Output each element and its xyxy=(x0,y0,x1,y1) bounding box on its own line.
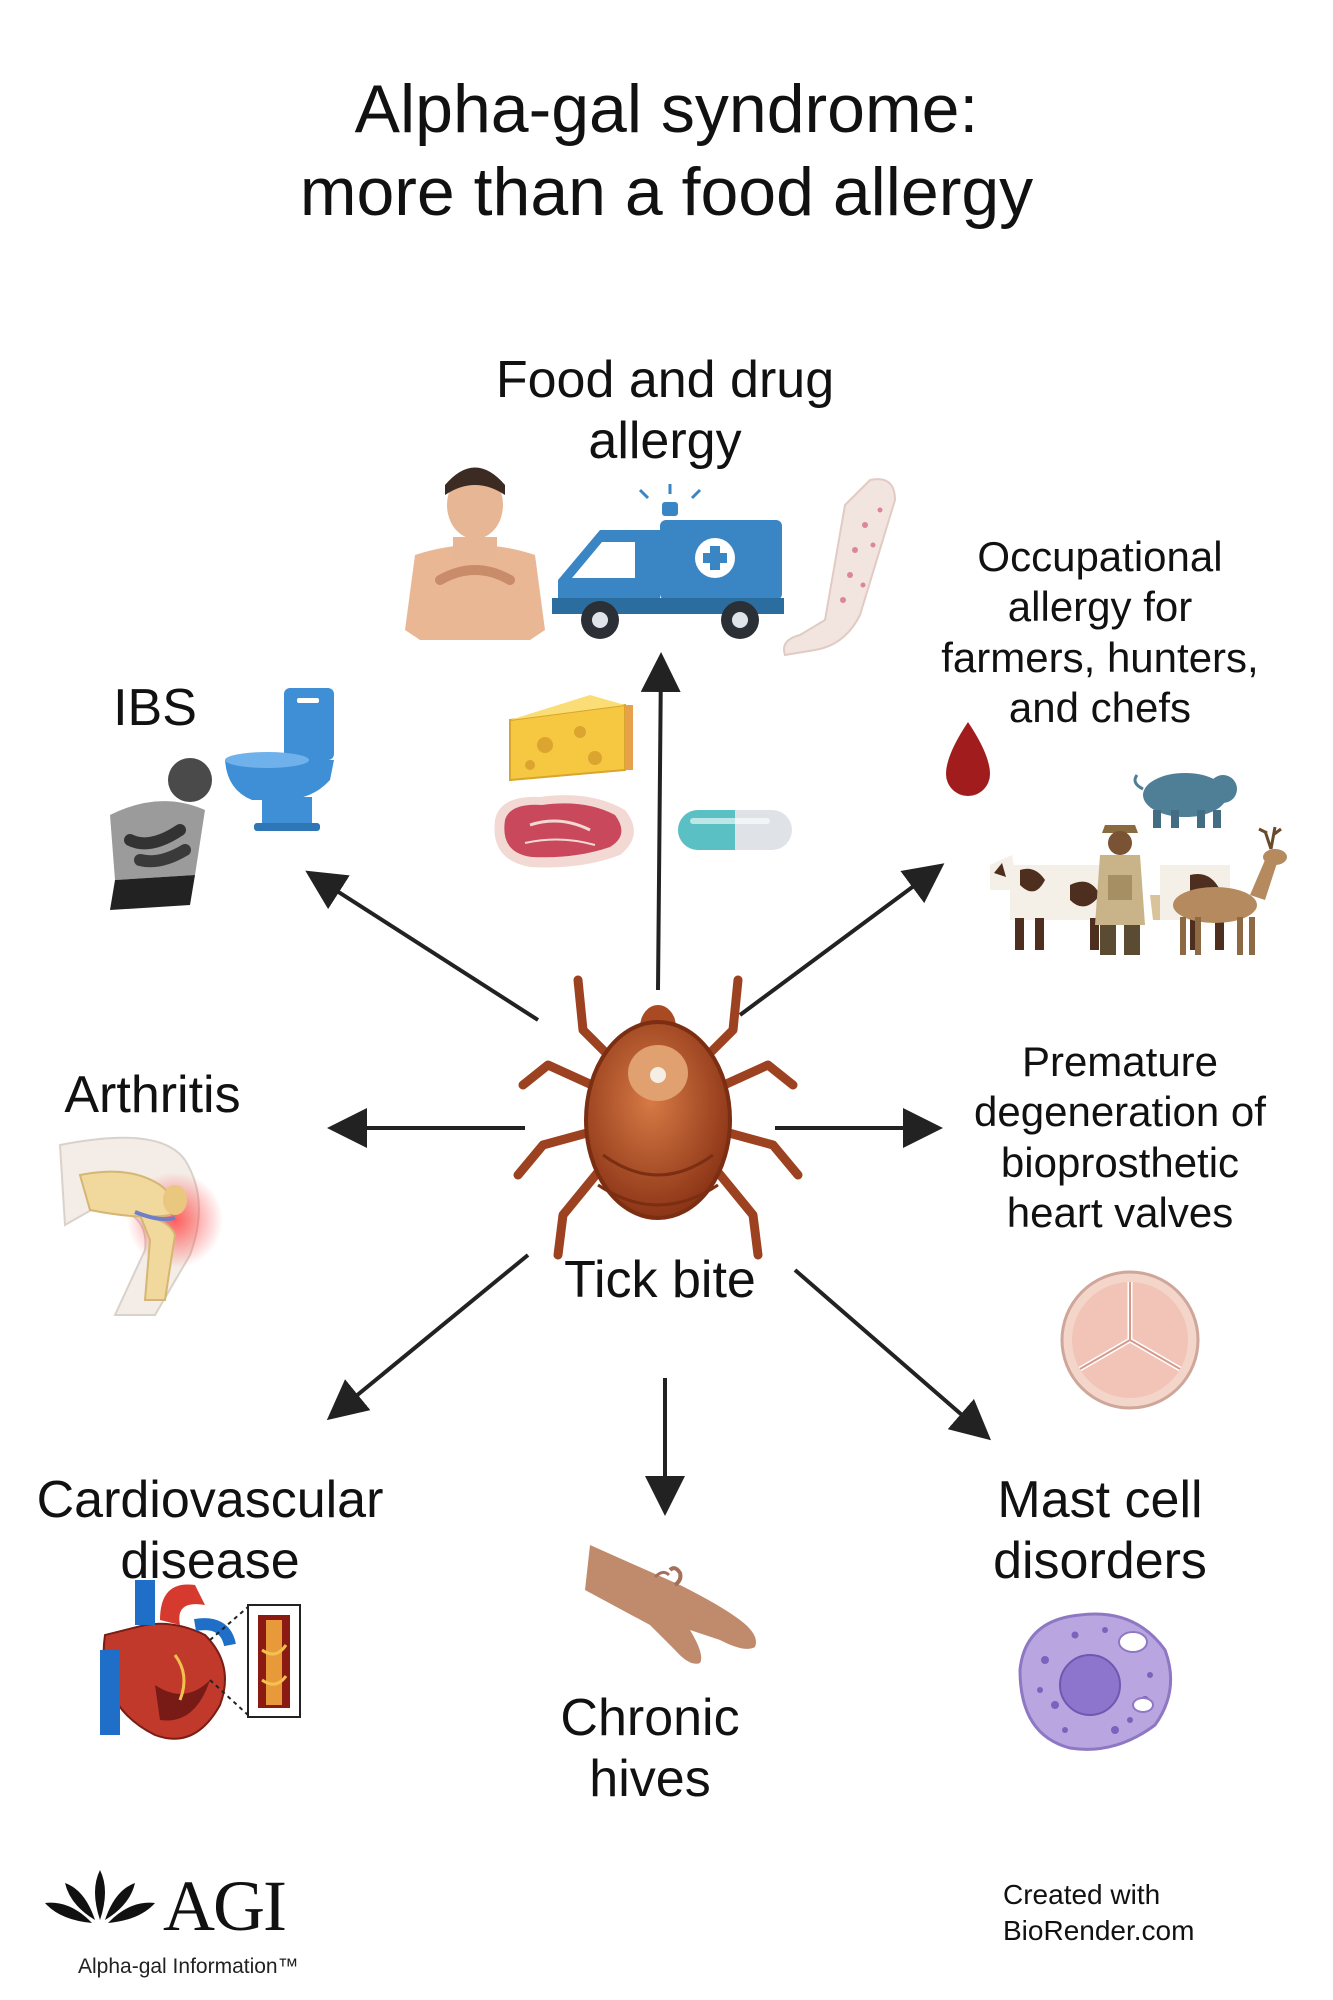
person-allergy-icon xyxy=(405,467,545,640)
arrows xyxy=(305,652,992,1516)
label-cardiovascular-disease: Cardiovascular disease xyxy=(36,1471,384,1591)
pill-icon xyxy=(678,810,792,850)
label-chronic-hives: Chronic hives xyxy=(560,1689,740,1809)
deer-icon xyxy=(1173,826,1287,955)
blood-drop-icon xyxy=(946,722,990,796)
label-food-drug-allergy: Food and drug allergy xyxy=(495,351,835,471)
cheese-icon xyxy=(509,695,633,782)
arrow-mast-cell xyxy=(793,1268,992,1441)
label-heart-valves: Premature degeneration of bioprosthetic … xyxy=(974,1038,1266,1237)
label-tick-bite: Tick bite xyxy=(564,1251,756,1309)
steak-icon xyxy=(494,795,634,868)
page-title: Alpha-gal syndrome: more than a food all… xyxy=(0,68,1333,234)
arrow-occupational xyxy=(738,863,945,1017)
mast-cell-icon xyxy=(1018,1612,1173,1751)
ambulance-icon xyxy=(552,484,784,639)
arrow-ibs xyxy=(305,870,540,1022)
title-line-1: Alpha-gal syndrome: xyxy=(354,71,979,147)
artery-cutaway-icon xyxy=(209,1604,301,1718)
agi-logo-text: AGI xyxy=(163,1866,287,1946)
agi-logo-subtitle: Alpha-gal Information™ xyxy=(78,1955,299,1978)
arm-rash-icon xyxy=(783,478,897,657)
arrow-cardiovascular xyxy=(326,1253,530,1421)
label-arthritis: Arthritis xyxy=(64,1066,241,1124)
agi-lotus-logo xyxy=(45,1870,155,1923)
arrow-food-drug xyxy=(640,652,681,991)
tick-icon xyxy=(513,975,803,1260)
stomach-pain-person-icon xyxy=(110,758,212,910)
pig-icon xyxy=(1133,773,1237,828)
heart-icon xyxy=(100,1580,236,1740)
label-occupational-allergy: Occupational allergy for farmers, hunter… xyxy=(941,533,1259,732)
title-line-2: more than a food allergy xyxy=(299,153,1034,230)
knee-joint-icon xyxy=(58,1136,223,1316)
label-mast-cell-disorders: Mast cell disorders xyxy=(993,1471,1207,1591)
biorender-credit: Created with BioRender.com xyxy=(1003,1879,1195,1947)
heart-valve-icon xyxy=(1060,1270,1200,1410)
itchy-hand-icon xyxy=(585,1545,756,1664)
label-ibs: IBS xyxy=(113,679,197,737)
toilet-icon xyxy=(225,688,334,831)
